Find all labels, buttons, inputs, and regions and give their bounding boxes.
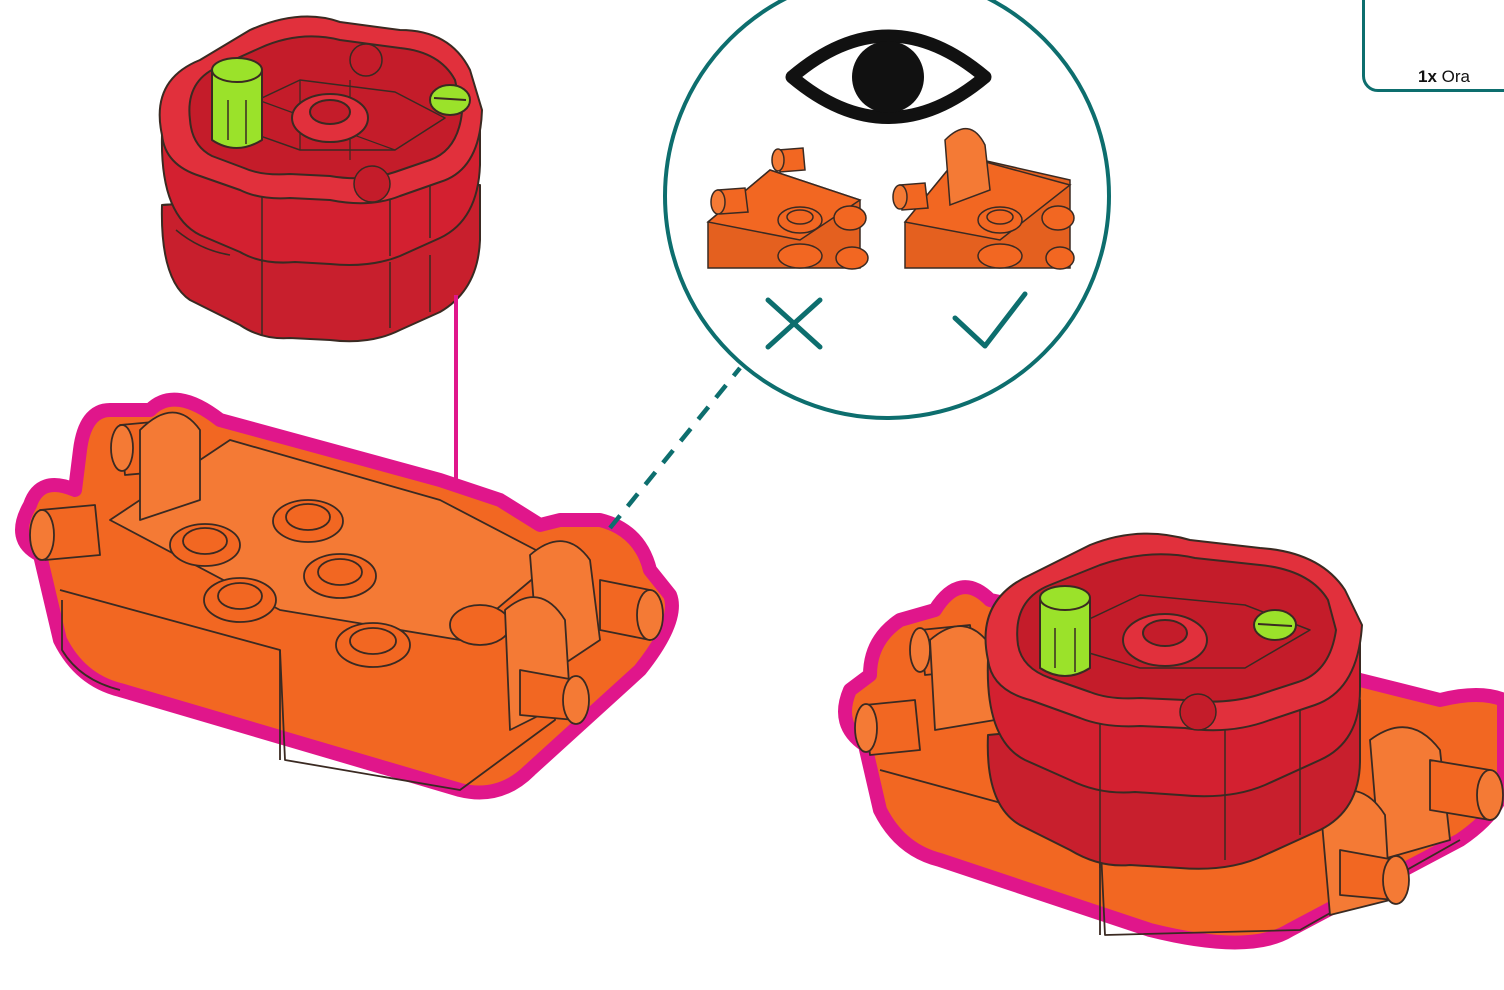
assembled-result bbox=[845, 534, 1504, 943]
parts-caption: 1x Ora bbox=[1418, 67, 1470, 87]
red-block-part bbox=[160, 17, 482, 342]
lime-pin bbox=[212, 58, 262, 148]
orange-base-part bbox=[22, 400, 672, 793]
callout-connector bbox=[610, 368, 740, 528]
orientation-callout bbox=[665, 0, 1109, 418]
part-quantity: 1x bbox=[1418, 67, 1437, 86]
part-name: Ora bbox=[1442, 67, 1470, 86]
